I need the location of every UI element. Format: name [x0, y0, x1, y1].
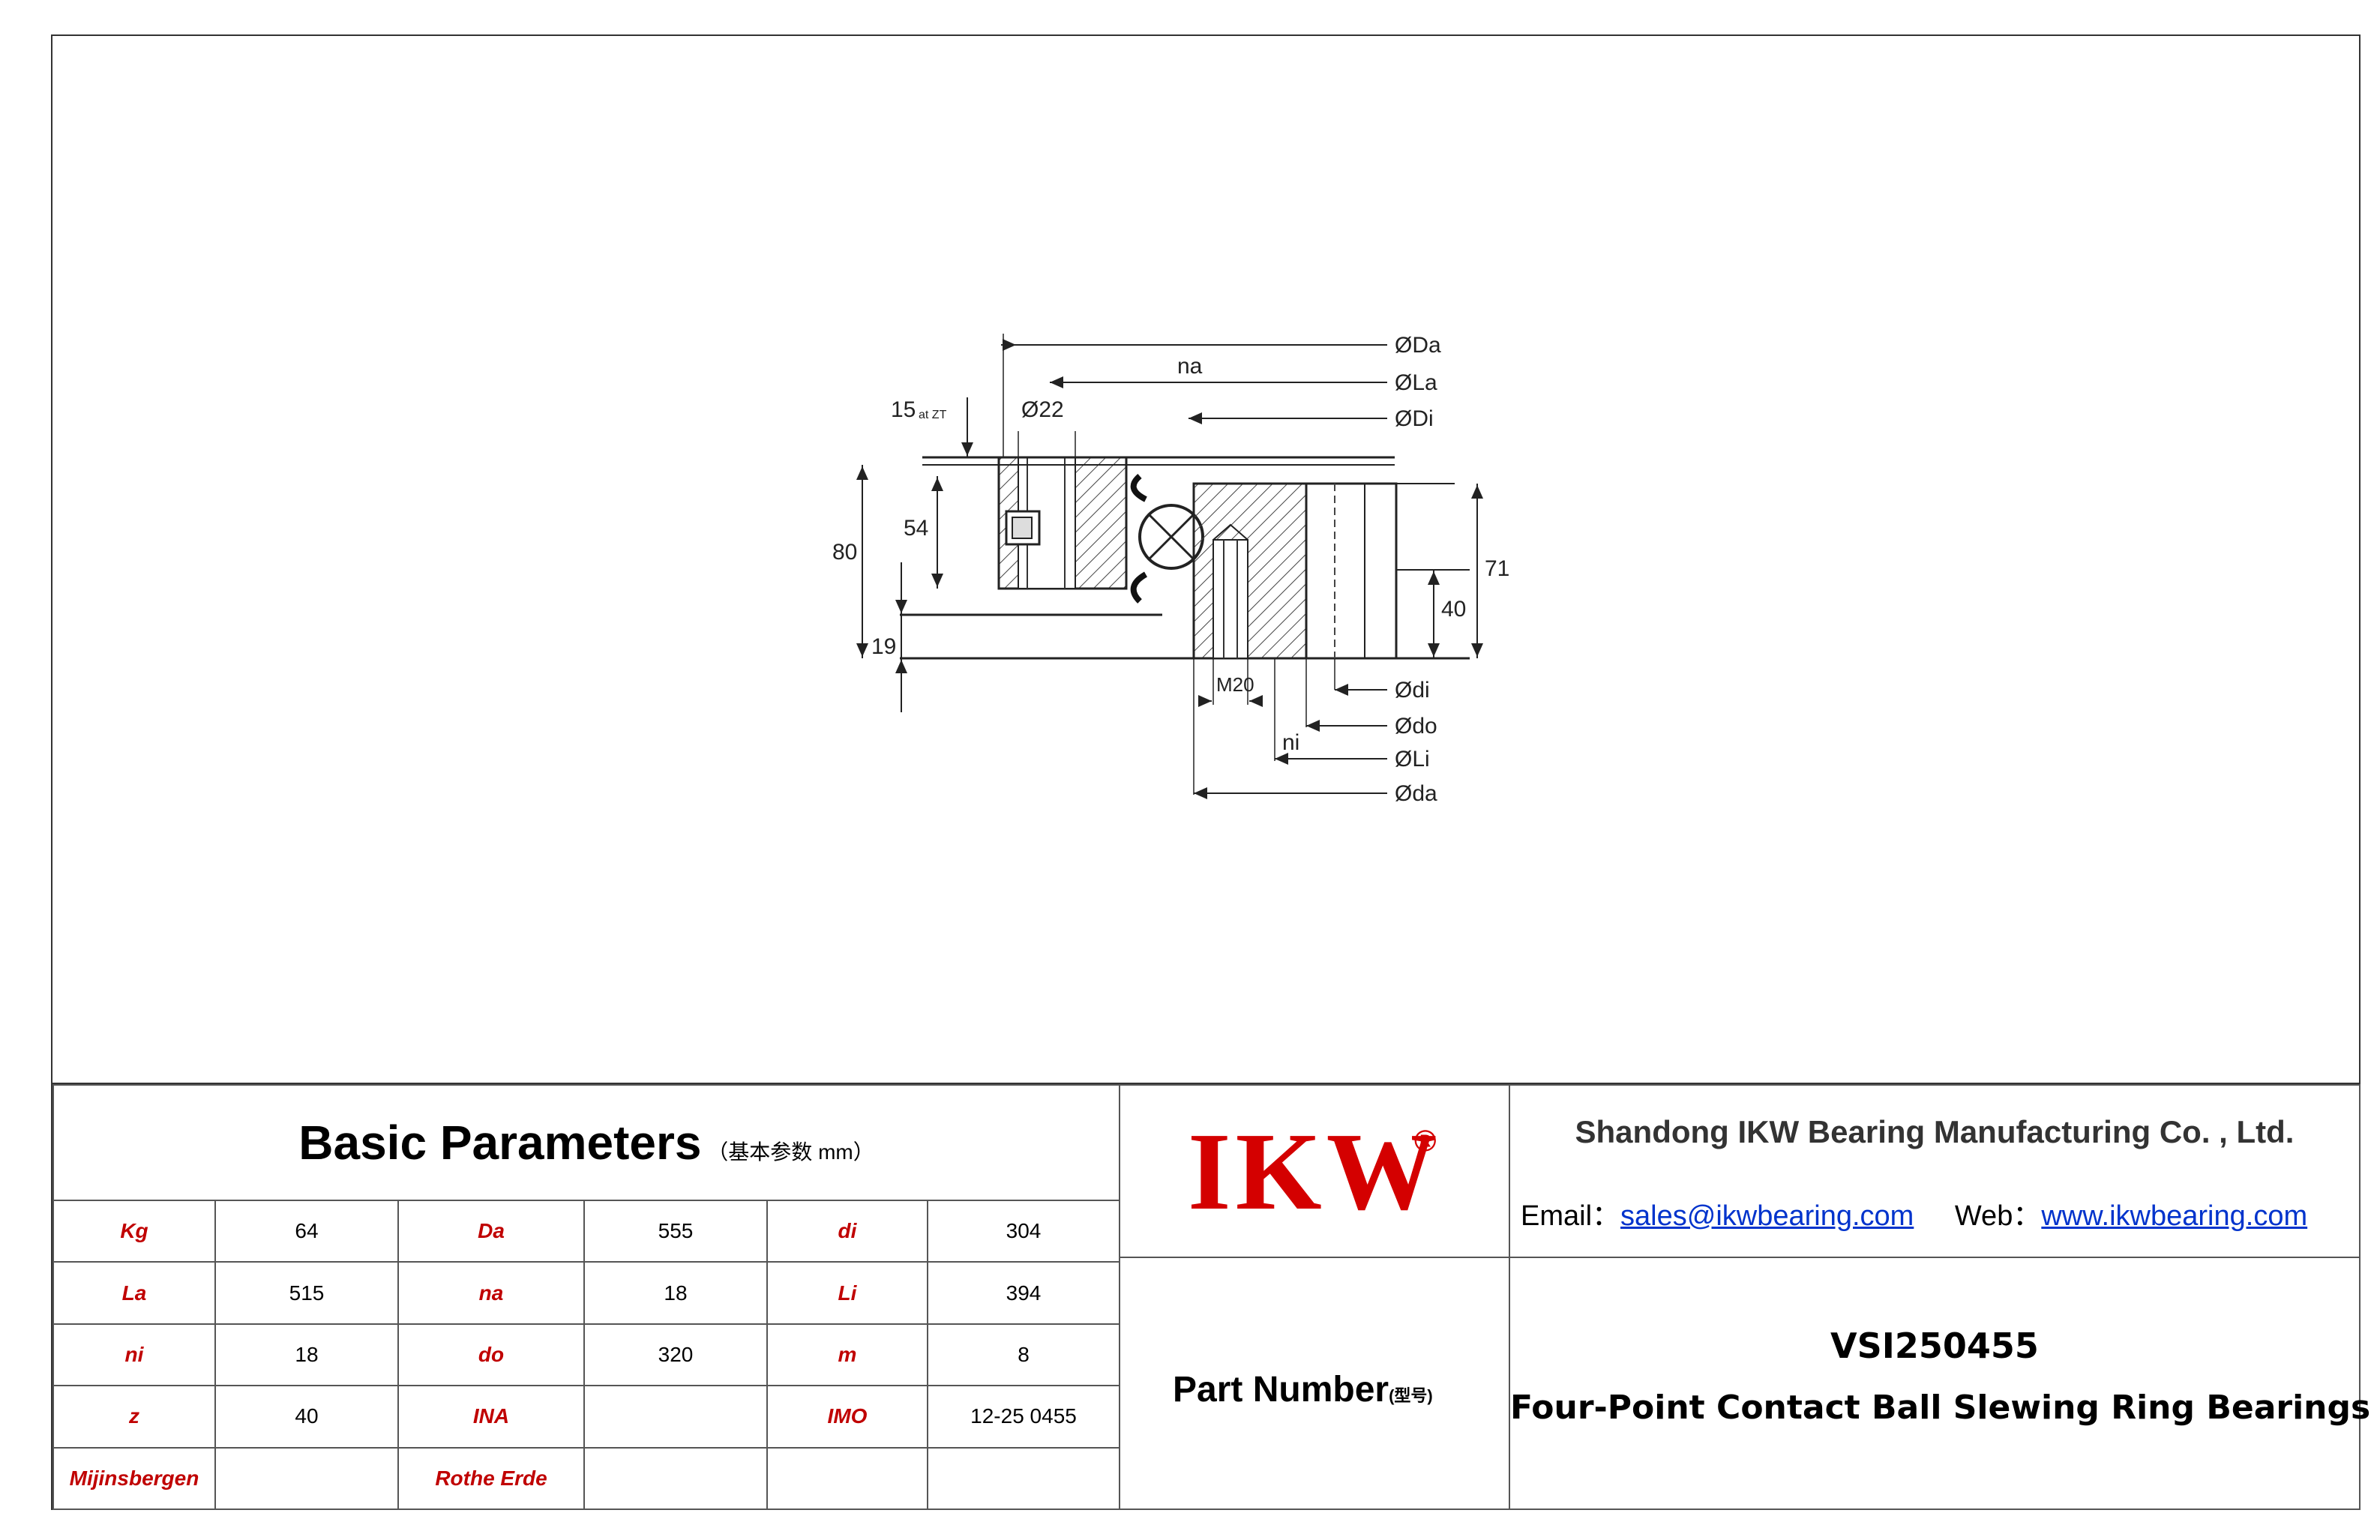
dim-La: ØLa [1395, 370, 1437, 395]
param-label: La [52, 1261, 216, 1325]
param-label: ni [52, 1323, 216, 1387]
dim-71: 71 [1485, 556, 1509, 581]
param-label: Kg [52, 1199, 216, 1263]
dim-ni: ni [1282, 730, 1299, 755]
contact-line: Email：sales@ikwbearing.com Web：www.ikwbe… [1521, 1192, 2307, 1233]
model-description: Four-Point Contact Ball Slewing Ring Bea… [1510, 1389, 2371, 1427]
param-value: 40 [214, 1385, 399, 1449]
param-value: 18 [214, 1323, 399, 1387]
top-dimensions [1001, 334, 1387, 457]
dim-40: 40 [1441, 597, 1466, 622]
dim-Da: ØDa [1395, 333, 1441, 358]
params-title: Basic Parameters [298, 1116, 702, 1170]
table-row: ni 18 do 320 m 8 [52, 1323, 1120, 1387]
basic-parameters-table: Basic Parameters （基本参数 mm） Kg 64 Da 555 … [52, 1084, 1120, 1511]
part-number-cn: (型号) [1389, 1386, 1433, 1405]
table-row: Mijinsbergen Rothe Erde [52, 1446, 1120, 1511]
param-label: Li [766, 1261, 928, 1325]
param-label: INA [397, 1385, 585, 1449]
dim-na: na [1177, 354, 1203, 379]
company-cell: Shandong IKW Bearing Manufacturing Co. ,… [1510, 1084, 2361, 1258]
dim-Di: ØDi [1395, 406, 1434, 431]
table-row: Kg 64 Da 555 di 304 [52, 1199, 1120, 1263]
dim-54: 54 [904, 516, 928, 541]
bottom-dimensions [1193, 658, 1387, 799]
outer-ring [997, 456, 1128, 590]
param-value: 304 [927, 1199, 1120, 1263]
param-label: Mijinsbergen [52, 1446, 216, 1511]
param-value: 515 [214, 1261, 399, 1325]
param-label: Da [397, 1199, 585, 1263]
dim-19: 19 [871, 634, 896, 659]
dim-di: Ødi [1395, 678, 1430, 703]
dim-do: Ødo [1395, 714, 1437, 739]
param-value: 18 [583, 1261, 768, 1325]
param-label: na [397, 1261, 585, 1325]
param-label [766, 1446, 928, 1511]
web-link[interactable]: www.ikwbearing.com [2041, 1200, 2308, 1232]
param-label: Rothe Erde [397, 1446, 585, 1511]
part-number-text: Part Number [1173, 1370, 1389, 1410]
params-subtitle: （基本参数 mm） [707, 1140, 874, 1164]
dim-15: 15 [891, 397, 916, 422]
param-value [214, 1446, 399, 1511]
email-link[interactable]: sales@ikwbearing.com [1620, 1200, 1914, 1232]
param-value: 12-25 0455 [927, 1385, 1120, 1449]
gear-teeth [1305, 482, 1470, 660]
param-label: IMO [766, 1385, 928, 1449]
params-title-cell: Basic Parameters （基本参数 mm） [52, 1084, 1120, 1201]
email-label: Email： [1521, 1200, 1621, 1232]
param-value [583, 1446, 768, 1511]
param-value: 555 [583, 1199, 768, 1263]
param-value [927, 1446, 1120, 1511]
param-label: m [766, 1323, 928, 1387]
dim-bore-22: Ø22 [1021, 397, 1064, 422]
model-cell: VSI250455 Four-Point Contact Ball Slewin… [1510, 1258, 2371, 1510]
dim-M20: M20 [1216, 673, 1254, 696]
web-label: Web： [1954, 1200, 2042, 1232]
company-name: Shandong IKW Bearing Manufacturing Co. ,… [1575, 1114, 2295, 1149]
bearing-cross-section-drawing: ØDa ØLa ØDi na Ø22 15 at ZT 80 54 19 71 … [810, 322, 1590, 832]
title-block: Basic Parameters （基本参数 mm） Kg 64 Da 555 … [52, 1083, 2371, 1511]
dim-80: 80 [832, 540, 857, 565]
logo-cell: IKW ® [1120, 1084, 1510, 1258]
table-row: z 40 INA IMO 12-25 0455 [52, 1385, 1120, 1449]
ball-element [1130, 473, 1204, 604]
part-number-label: Part Number(型号) [1173, 1369, 1433, 1410]
param-value [583, 1385, 768, 1449]
table-row: La 515 na 18 Li 394 [52, 1261, 1120, 1325]
param-label: di [766, 1199, 928, 1263]
dim-15-note: at ZT [919, 409, 947, 421]
param-value: 320 [583, 1323, 768, 1387]
left-dimensions [856, 397, 973, 712]
dim-da: Øda [1395, 781, 1437, 806]
right-dimensions [1428, 484, 1483, 658]
part-number-cell: Part Number(型号) [1120, 1258, 1510, 1510]
param-value: 64 [214, 1199, 399, 1263]
ikw-logo: IKW [1188, 1110, 1442, 1233]
param-value: 394 [927, 1261, 1120, 1325]
inner-ring [1192, 482, 1308, 660]
param-value: 8 [927, 1323, 1120, 1387]
registered-mark: ® [1414, 1125, 1437, 1158]
dim-Li: ØLi [1395, 747, 1430, 771]
model-code: VSI250455 [1830, 1326, 2039, 1366]
param-label: z [52, 1385, 216, 1449]
param-label: do [397, 1323, 585, 1387]
